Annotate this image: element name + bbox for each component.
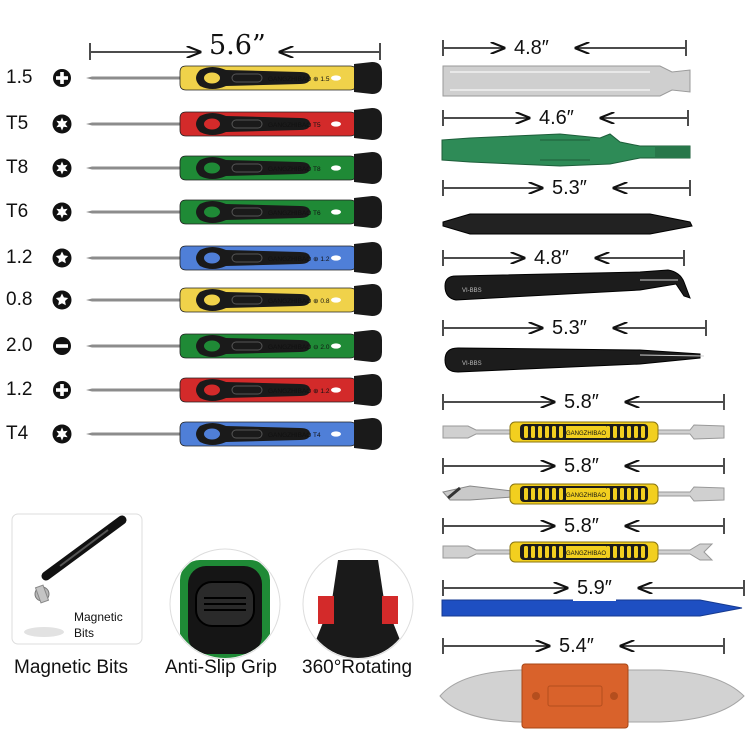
curved-tweezers: VI-BBS: [444, 269, 691, 301]
bit-size-label: 1.2: [6, 246, 70, 270]
bit-size-text: T5: [6, 113, 29, 134]
green-plastic-pry-tool: [441, 133, 691, 167]
phillips-icon: [53, 381, 71, 399]
bit-size-label: 1.2: [6, 378, 70, 402]
magnetic-inset-text: Magnetic: [74, 610, 123, 624]
tweezers-brand-2: VI-BBS: [462, 361, 482, 367]
black-spudger: [442, 213, 693, 235]
tweezers-brand: VI-BBS: [462, 288, 482, 294]
dual-end-metal-spudger: GANGZHIBAO: [442, 483, 725, 505]
handle-text: GANGZHIBAO T6: [268, 210, 321, 217]
torx-icon: [52, 202, 72, 222]
anti-slip-grip-image: [169, 548, 281, 660]
screwdriver: GANGZHIBAO ⊖ 2.0: [53, 330, 382, 362]
handle-text: GANGZHIBAO ⊕ 1.5: [268, 76, 330, 83]
feature-label-grip: Anti-Slip Grip: [165, 657, 277, 678]
bit-size-text: 1.2: [6, 247, 33, 268]
tool-length-label: 5.3″: [548, 175, 591, 201]
dual-end-spudgers: GANGZHIBAO GANGZHIBAO GANGZHIBAO: [442, 421, 725, 563]
magnetic-bits-image: [11, 513, 143, 645]
flathead-icon: [53, 337, 71, 355]
spudger-brand: GANGZHIBAO: [566, 551, 606, 557]
spudger-brand: GANGZHIBAO: [566, 431, 606, 437]
screwdriver: GANGZHIBAO ⊕ 1.2: [52, 242, 382, 274]
bit-size-label: 2.0: [6, 334, 70, 358]
bit-size-text: 1.5: [6, 67, 33, 88]
screwdriver: GANGZHIBAO T4: [52, 418, 382, 450]
dual-end-metal-spudger: GANGZHIBAO: [442, 541, 714, 563]
feature-label-rotating: 360°Rotating: [302, 657, 413, 678]
handle-text: GANGZHIBAO T4: [268, 432, 321, 439]
pentalobe-icon: [52, 290, 72, 310]
steel-opening-pick: [439, 663, 745, 729]
handle-text: GANGZHIBAO T5: [268, 122, 321, 129]
tool-length-label: 4.8″: [530, 245, 573, 271]
bit-size-text: T8: [6, 157, 29, 178]
tool-length-label: 5.3″: [548, 315, 591, 341]
feature-label-magnetic: Magnetic Bits: [14, 657, 129, 678]
bit-size-text: 1.2: [6, 379, 33, 400]
handle-text: GANGZHIBAO T8: [268, 166, 321, 173]
screwdriver: GANGZHIBAO ⊕ 1.5: [53, 62, 382, 94]
bit-size-label: T8: [6, 156, 70, 180]
tool-length-label: 5.8″: [560, 513, 603, 539]
tool-length-label: 4.6″: [535, 105, 578, 131]
torx-icon: [52, 424, 72, 444]
bit-size-text: 2.0: [6, 335, 33, 356]
screwdriver: GANGZHIBAO T8: [52, 152, 382, 184]
bit-size-label: T4: [6, 422, 70, 446]
pentalobe-icon: [52, 248, 72, 268]
bit-size-label: T5: [6, 112, 70, 136]
screwdriver-length-label: 5.6”: [205, 32, 270, 59]
screwdriver: GANGZHIBAO T5: [52, 108, 382, 140]
tool-length-label: 5.8″: [560, 389, 603, 415]
rotating-cap-image: [302, 548, 414, 660]
spudger-brand: GANGZHIBAO: [566, 493, 606, 499]
handle-text: GANGZHIBAO ⊕ 0.8: [268, 298, 330, 305]
blue-pry-stick: [441, 599, 743, 617]
screwdriver: GANGZHIBAO T6: [52, 196, 382, 228]
screwdriver-length-dimension: [89, 43, 381, 60]
dual-end-metal-spudger: GANGZHIBAO: [442, 421, 725, 443]
tool-length-label: 5.4″: [555, 633, 598, 659]
straight-tweezers: VI-BBS: [444, 347, 705, 373]
steel-flat-spudger: [442, 65, 691, 97]
handle-text: GANGZHIBAO ⊖ 2.0: [268, 344, 330, 351]
handle-text: GANGZHIBAO ⊕ 1.2: [268, 388, 330, 395]
torx-icon: [52, 158, 72, 178]
bit-size-label: 0.8: [6, 288, 70, 312]
magnetic-inset-text-2: Bits: [74, 626, 94, 640]
screwdriver: GANGZHIBAO ⊕ 1.2: [53, 374, 382, 406]
torx-icon: [52, 114, 72, 134]
tool-length-label: 5.9″: [573, 575, 616, 601]
handle-text: GANGZHIBAO ⊕ 1.2: [268, 256, 330, 263]
bit-size-text: 0.8: [6, 289, 33, 310]
tool-length-label: 4.8″: [510, 35, 553, 61]
bit-size-text: T6: [6, 201, 29, 222]
bit-size-label: 1.5: [6, 66, 70, 90]
tool-length-label: 5.8″: [560, 453, 603, 479]
bit-size-label: T6: [6, 200, 70, 224]
bit-size-text: T4: [6, 423, 29, 444]
phillips-icon: [53, 69, 71, 87]
screwdriver: GANGZHIBAO ⊕ 0.8: [52, 284, 382, 316]
tool-length-dimensions: [442, 40, 745, 654]
